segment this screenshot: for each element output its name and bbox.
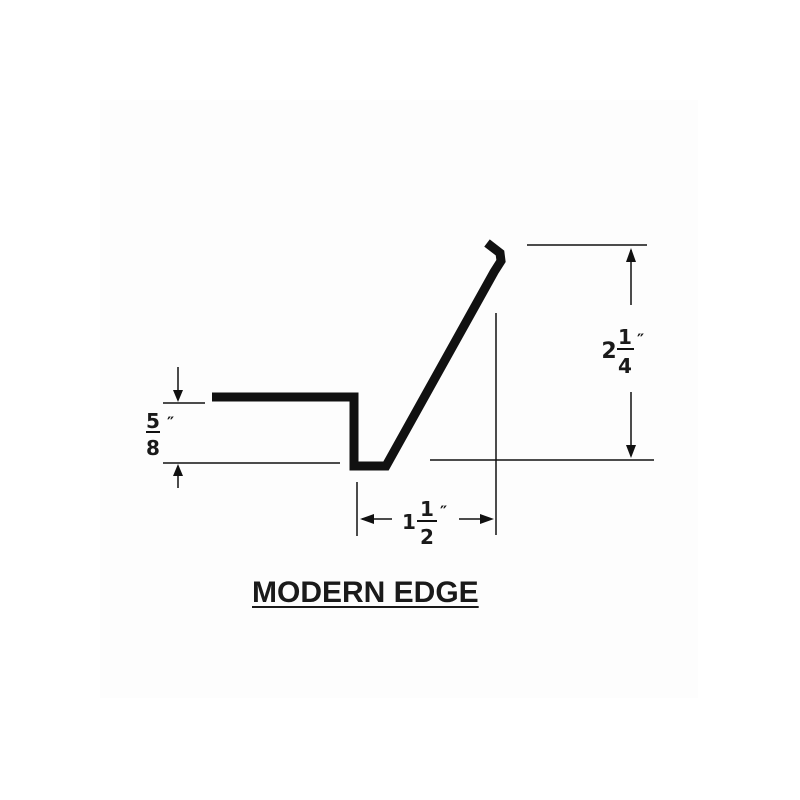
- dimension-1-1-2: [356, 482, 494, 536]
- dim-1-1-2-unit: ″: [440, 502, 447, 521]
- dim-2-1-4-numerator: 1: [618, 325, 632, 349]
- dim-5-8-numerator: 5: [146, 409, 160, 433]
- drawing-panel: [100, 100, 698, 698]
- diagram-title: MODERN EDGE: [252, 576, 479, 609]
- dim-1-1-2-numerator: 1: [420, 497, 434, 521]
- dimension-2-1-4: [430, 244, 654, 535]
- dim-1-1-2-whole: 1: [402, 510, 416, 534]
- dimension-5-8: [146, 367, 340, 488]
- dim-5-8-denominator: 8: [146, 436, 160, 460]
- dim-2-1-4-whole: 2: [601, 339, 616, 364]
- dim-2-1-4-denominator: 4: [618, 354, 632, 378]
- modern-edge-profile: [212, 239, 506, 471]
- dim-2-1-4-unit: ″: [637, 330, 644, 349]
- dim-1-1-2-denominator: 2: [420, 525, 434, 549]
- dim-5-8-unit: ″: [167, 413, 174, 432]
